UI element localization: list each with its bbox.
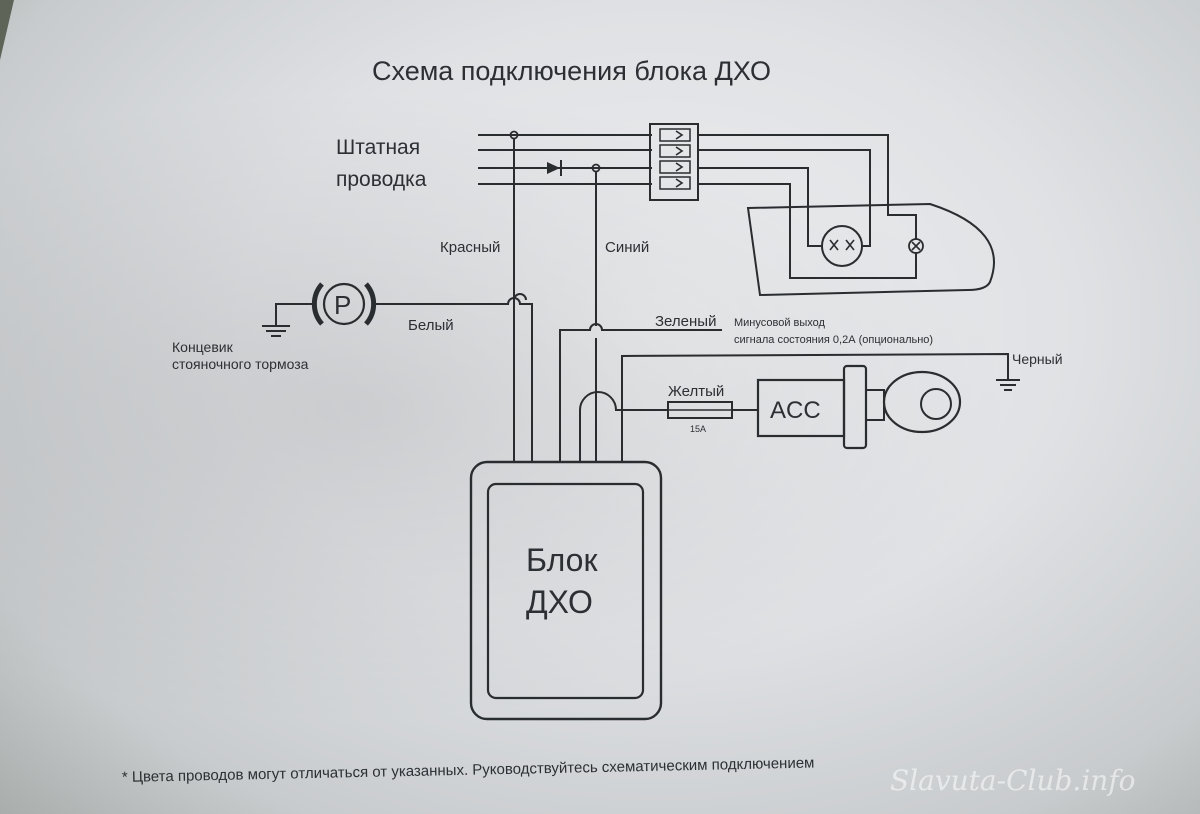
low-beam-lamp-icon — [821, 225, 863, 267]
red-wire-label: Красный — [440, 239, 500, 256]
ground-icon — [996, 379, 1020, 391]
red-wire — [513, 139, 527, 462]
minus-output-label-2: сигнала состояния 0,2А (опционально) — [734, 334, 933, 346]
factory-wiring-label-2: проводка — [336, 168, 427, 191]
black-wire-label: Черный — [1012, 351, 1063, 367]
parking-switch-label-2: стояночного тормоза — [172, 356, 309, 372]
fuse-rating: 15А — [690, 424, 706, 434]
diagram-title: Схема подключения блока ДХО — [372, 56, 771, 86]
diode-icon — [547, 160, 562, 176]
wire-connector — [649, 123, 699, 201]
yellow-wire-label: Желтый — [668, 383, 724, 400]
position-lamp-icon — [908, 238, 924, 254]
parking-brake-switch: P — [262, 282, 377, 337]
blue-wire-label: Синий — [605, 239, 649, 256]
ignition-switch: ACC — [756, 364, 962, 450]
junction-red — [509, 130, 519, 140]
yellow-wire — [579, 391, 668, 462]
junction-blue — [591, 163, 601, 173]
white-wire-label: Белый — [408, 317, 454, 334]
white-wire — [375, 297, 533, 462]
minus-output-label-1: Минусовой выход — [734, 317, 826, 329]
acc-label: ACC — [770, 397, 821, 424]
footnote: * Цвета проводов могут отличаться от ука… — [122, 754, 815, 786]
factory-wiring-label-1: Штатная — [336, 136, 420, 159]
parking-switch-label-1: Концевик — [172, 339, 234, 355]
drl-unit: Блок ДХО — [469, 460, 663, 721]
green-wire — [559, 323, 722, 462]
unit-label-2: ДХО — [526, 584, 593, 620]
watermark: Slavuta-Club.info — [890, 764, 1136, 797]
parking-symbol: P — [334, 290, 351, 320]
green-wire-label: Зеленый — [655, 313, 716, 330]
unit-label-1: Блок — [526, 542, 598, 578]
factory-wires — [478, 134, 652, 185]
headlamp-outline — [746, 202, 995, 297]
